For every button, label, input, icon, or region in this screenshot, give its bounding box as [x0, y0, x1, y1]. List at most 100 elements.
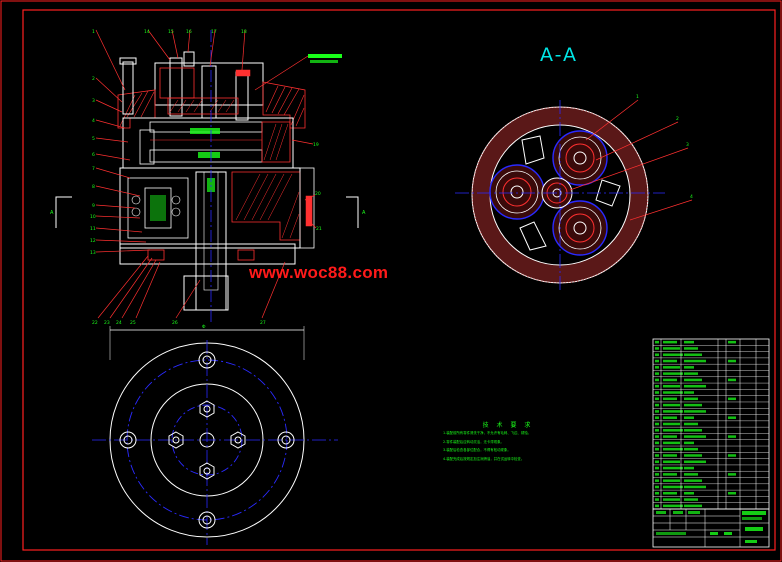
parts-list-cell-text — [655, 498, 659, 501]
parts-list-cell-text — [655, 391, 659, 394]
svg-text:7: 7 — [92, 166, 95, 172]
parts-list-cell-text — [663, 353, 683, 356]
svg-text:23: 23 — [104, 320, 110, 326]
parts-list-cell-text — [655, 410, 659, 413]
svg-text:1: 1 — [636, 94, 639, 100]
svg-text:22: 22 — [92, 320, 98, 326]
svg-text:19: 19 — [313, 142, 319, 148]
title-block — [652, 508, 770, 548]
parts-list-cell-text — [663, 359, 677, 363]
svg-text:3: 3 — [686, 142, 689, 148]
parts-list-cell-text — [663, 384, 680, 388]
parts-list-cell-text — [684, 359, 706, 363]
parts-list-cell-text — [684, 397, 698, 401]
svg-text:15: 15 — [168, 29, 174, 35]
parts-list-cell-text — [728, 397, 736, 401]
svg-text:20: 20 — [315, 191, 321, 197]
svg-text:24: 24 — [116, 320, 122, 326]
parts-list-cell-text — [684, 485, 706, 489]
planet-gear-left — [489, 164, 545, 220]
parts-list-cell-text — [728, 473, 736, 476]
parts-list-cell-text — [663, 504, 683, 508]
planet-gear-top — [552, 130, 608, 186]
parts-list-cell-text — [663, 403, 680, 407]
parts-list-cell-text — [663, 416, 677, 419]
parts-list-cell-text — [663, 391, 683, 394]
parts-list-cell-text — [684, 366, 694, 369]
parts-list-cell-text — [663, 454, 677, 457]
parts-list-cell-text — [684, 479, 702, 482]
svg-text:5: 5 — [92, 136, 95, 142]
parts-list-cell-text — [663, 441, 680, 445]
svg-text:10: 10 — [90, 214, 96, 220]
parts-list-cell-text — [655, 366, 659, 369]
parts-list-cell-text — [655, 447, 659, 451]
parts-list-cell-text — [684, 454, 702, 457]
parts-list-cell-text — [684, 498, 698, 501]
part-leaders — [95, 29, 317, 319]
parts-list-cell-text — [663, 372, 683, 375]
svg-text:12: 12 — [90, 238, 96, 244]
parts-list-cell-text — [684, 353, 702, 356]
parts-list-cell-text — [663, 460, 680, 464]
parts-list-cell-text — [663, 429, 683, 432]
parts-list-cell-text — [655, 441, 659, 445]
parts-list-cell-text — [684, 416, 694, 419]
parts-list-cell-text — [684, 410, 706, 413]
parts-list-cell-text — [684, 429, 702, 432]
flange-top-view: Φ — [92, 324, 338, 545]
svg-text:6: 6 — [92, 152, 95, 158]
parts-list-cell-text — [684, 384, 706, 388]
parts-list-cell-text — [655, 435, 659, 438]
svg-text:Φ: Φ — [202, 324, 206, 330]
parts-list-cell-text — [684, 447, 698, 451]
svg-text:21: 21 — [316, 226, 322, 232]
parts-list-cell-text — [663, 435, 677, 438]
parts-list-cell-text — [728, 340, 736, 344]
svg-text:9: 9 — [92, 203, 95, 209]
parts-list-cell-text — [655, 492, 659, 495]
svg-text:18: 18 — [241, 29, 247, 35]
svg-text:1: 1 — [92, 29, 95, 35]
svg-text:2: 2 — [92, 76, 95, 82]
parts-list-cell-text — [663, 479, 680, 482]
parts-list-cell-text — [655, 429, 659, 432]
svg-text:4: 4 — [690, 194, 693, 200]
parts-list-cell-text — [655, 353, 659, 356]
parts-list-cell-text — [684, 492, 694, 495]
parts-list-cell-text — [663, 447, 683, 451]
svg-text:25: 25 — [130, 320, 136, 326]
parts-list-cell-text — [655, 466, 659, 470]
parts-list-cell-text — [663, 340, 677, 344]
parts-list-cell-text — [684, 441, 694, 445]
parts-list-cell-text — [655, 416, 659, 419]
technical-requirement-item: 3.装配后检查各部位配合，不得有松动现象。 — [443, 448, 511, 452]
parts-list-cell-text — [655, 460, 659, 464]
svg-text:14: 14 — [144, 29, 150, 35]
svg-text:11: 11 — [90, 226, 96, 232]
parts-list-cell-text — [684, 391, 694, 394]
svg-text:8: 8 — [92, 184, 95, 190]
parts-list-cell-text — [663, 473, 677, 476]
parts-list-cell-text — [655, 473, 659, 476]
parts-list-cell-text — [728, 492, 736, 495]
parts-list-cell-text — [655, 384, 659, 388]
parts-list-cell-text — [655, 397, 659, 401]
svg-text:26: 26 — [172, 320, 178, 326]
technical-requirement-item: 2.零件装配后应转动灵活，无卡滞现象。 — [443, 439, 504, 444]
parts-list-cell-text — [655, 359, 659, 363]
svg-text:13: 13 — [90, 250, 96, 256]
drawing-frame — [22, 9, 776, 551]
planet-gear-bottom — [552, 200, 608, 256]
svg-text:3: 3 — [92, 98, 95, 104]
parts-list-cell-text — [663, 422, 680, 426]
svg-text:16: 16 — [186, 29, 192, 35]
parts-list-cell-text — [684, 372, 698, 375]
parts-list-cell-text — [655, 454, 659, 457]
section-aa-label: A-A — [540, 44, 579, 66]
parts-list-cell-text — [655, 372, 659, 375]
parts-list-cell-text — [684, 347, 698, 350]
parts-list-cell-text — [684, 460, 706, 464]
